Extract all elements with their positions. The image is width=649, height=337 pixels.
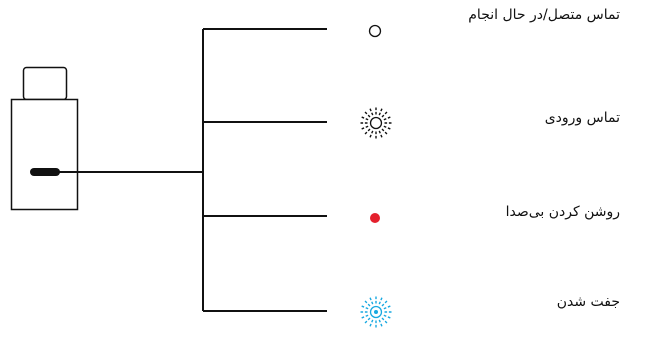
blink-ray	[378, 107, 384, 116]
blink-ray	[381, 317, 389, 325]
blinking-ring-indicator-icon	[359, 106, 393, 140]
led-indicators	[359, 24, 393, 329]
blink-ray	[368, 319, 374, 328]
blink-ray	[360, 304, 369, 310]
blink-ray	[368, 107, 374, 116]
blink-ray	[363, 110, 371, 118]
status-led-bar	[30, 168, 60, 176]
blink-ray	[363, 299, 371, 307]
legend-label-incoming-call: تماس ورودی	[544, 110, 620, 126]
blink-ray	[363, 317, 371, 325]
blink-ray	[360, 125, 369, 131]
blink-ray	[381, 128, 389, 136]
dot-indicator-icon	[370, 213, 380, 223]
adapter-body	[10, 98, 79, 211]
legend-label-call-active: تماس متصل/در حال انجام	[468, 7, 620, 23]
usb-adapter-device	[10, 66, 79, 211]
blink-ray	[383, 314, 392, 320]
blink-ray	[383, 115, 392, 121]
legend-label-pairing: جفت شدن	[556, 294, 620, 310]
adapter-connector	[22, 66, 68, 101]
blink-ray	[381, 110, 389, 118]
blink-ray	[360, 314, 369, 320]
ring-indicator-icon	[368, 24, 382, 38]
blink-ray	[378, 296, 384, 305]
blink-ray	[360, 115, 369, 121]
blink-ray	[381, 299, 389, 307]
blinking-ring-indicator-icon	[359, 295, 393, 329]
blink-ray	[378, 130, 384, 139]
blink-ray	[383, 125, 392, 131]
blink-ray	[363, 128, 371, 136]
blink-ray	[383, 304, 392, 310]
blink-ray	[368, 130, 374, 139]
blink-ray	[378, 319, 384, 328]
blink-ray	[368, 296, 374, 305]
connector-lines	[58, 28, 327, 312]
legend-label-mute-on: روشن کردن بی‌صدا	[505, 204, 620, 220]
